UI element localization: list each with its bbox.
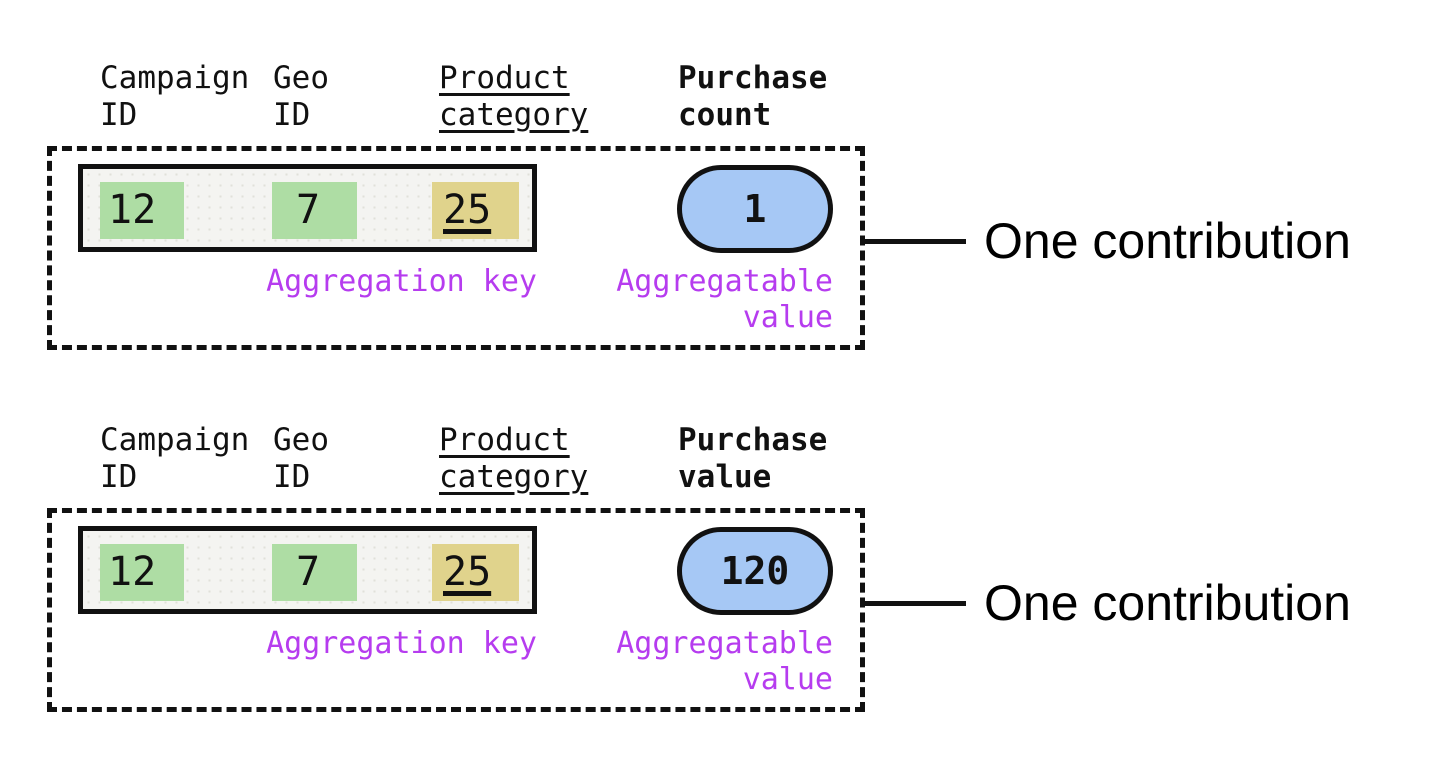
aggregatable-value-number: 1 (743, 187, 767, 231)
callout-connector-line (865, 601, 966, 606)
header-line: Campaign (100, 60, 250, 96)
header-line: Purchase (678, 422, 828, 458)
aggregatable-value-label-line: value (742, 662, 833, 697)
column-header-purchase-count: Purchase count (678, 60, 827, 134)
aggregatable-value-label-line: Aggregatable (616, 264, 833, 299)
aggregatable-value-label: Aggregatable value (560, 264, 833, 336)
aggregation-key-row: 12 7 25 (78, 164, 537, 252)
column-header-purchase-value: Purchase value (678, 422, 827, 496)
column-header-product-category: Product category (439, 60, 588, 134)
callout-connector-line (865, 239, 966, 244)
column-header-campaign-id: Campaign ID (100, 422, 249, 496)
header-line: Campaign (100, 422, 250, 458)
one-contribution-callout: One contribution (984, 575, 1351, 631)
header-line: category (439, 459, 589, 495)
key-cell-geo-id: 7 (272, 544, 357, 601)
aggregatable-value-pill: 1 (677, 165, 833, 253)
aggregatable-value-label-line: value (742, 300, 833, 335)
column-header-product-category: Product category (439, 422, 588, 496)
aggregatable-value-label: Aggregatable value (560, 626, 833, 698)
header-line: Product (439, 422, 570, 458)
column-header-geo-id: Geo ID (273, 422, 329, 496)
key-cell-product-category: 25 (432, 182, 519, 239)
header-line: count (678, 97, 772, 133)
key-cell-geo-id: 7 (272, 182, 357, 239)
header-line: Product (439, 60, 570, 96)
aggregation-key-label: Aggregation key (266, 264, 537, 299)
header-line: Geo (273, 422, 329, 458)
key-cell-product-category: 25 (432, 544, 519, 601)
key-cell-campaign-id: 12 (100, 182, 184, 239)
header-line: Purchase (678, 60, 828, 96)
header-line: category (439, 97, 589, 133)
header-line: ID (273, 97, 311, 133)
aggregation-key-label: Aggregation key (266, 626, 537, 661)
aggregatable-value-label-line: Aggregatable (616, 626, 833, 661)
key-cell-campaign-id: 12 (100, 544, 184, 601)
header-line: value (678, 459, 772, 495)
aggregatable-value-pill: 120 (677, 527, 833, 615)
header-line: Geo (273, 60, 329, 96)
contribution-boundary (47, 508, 865, 712)
header-line: ID (273, 459, 311, 495)
aggregation-key-row: 12 7 25 (78, 526, 537, 614)
header-line: ID (100, 459, 138, 495)
column-header-geo-id: Geo ID (273, 60, 329, 134)
contribution-boundary (47, 146, 865, 350)
column-header-campaign-id: Campaign ID (100, 60, 249, 134)
aggregatable-value-number: 120 (720, 549, 790, 593)
one-contribution-callout: One contribution (984, 213, 1351, 269)
header-line: ID (100, 97, 138, 133)
contribution-block-purchase-count: Campaign ID Geo ID Product category Purc… (0, 0, 1442, 360)
contribution-block-purchase-value: Campaign ID Geo ID Product category Purc… (0, 362, 1442, 722)
